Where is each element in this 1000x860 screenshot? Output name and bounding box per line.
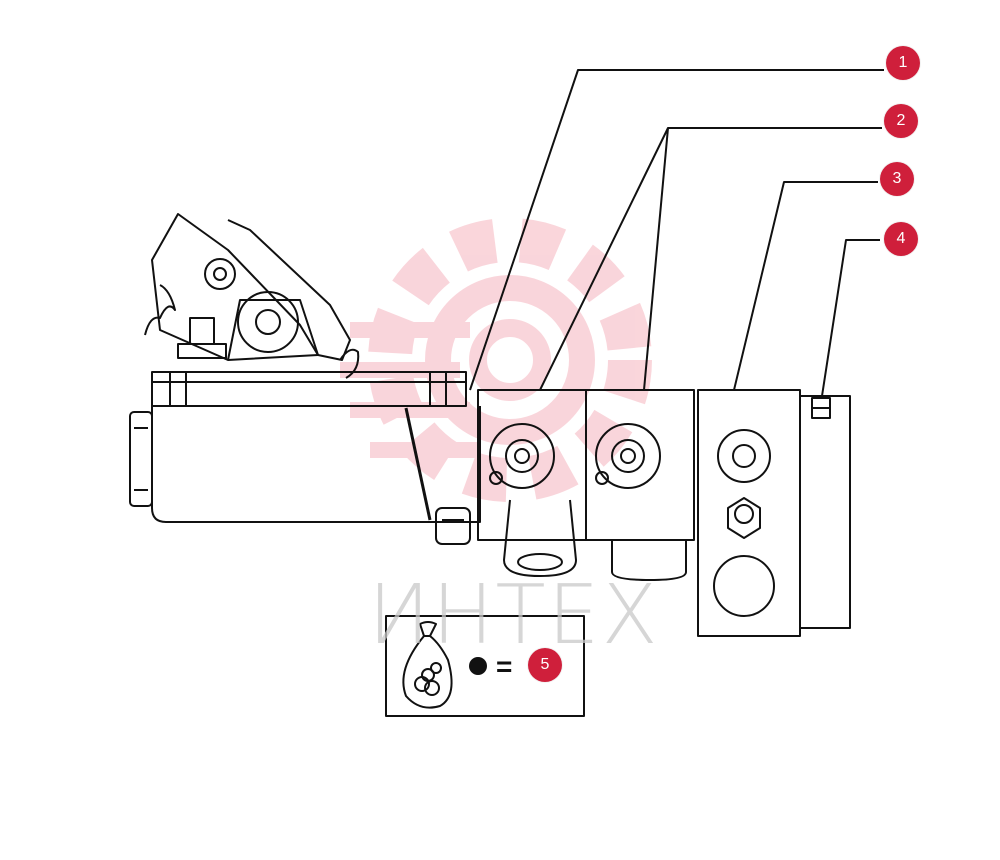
end-section <box>697 389 801 637</box>
end-cover <box>800 395 851 629</box>
valve-section-2 <box>585 389 695 581</box>
legend-dot-icon <box>469 657 487 675</box>
callout-3[interactable]: 3 <box>880 162 914 196</box>
callout-1[interactable]: 1 <box>886 46 920 80</box>
leader-line-2b <box>643 127 669 391</box>
leader-line-1 <box>469 69 884 391</box>
lever-bracket <box>144 213 360 379</box>
legend-equals: = <box>496 651 512 682</box>
callout-4[interactable]: 4 <box>884 222 918 256</box>
callout-5[interactable]: 5 <box>528 648 562 682</box>
callout-2[interactable]: 2 <box>884 104 918 138</box>
parts-bag-icon <box>402 621 453 709</box>
leader-lines <box>469 69 884 397</box>
kit-legend-box <box>385 615 585 717</box>
leader-line-4 <box>821 239 880 397</box>
watermark-gear-icon <box>340 218 652 502</box>
leader-line-3 <box>733 181 878 391</box>
main-body <box>129 406 481 545</box>
top-stud <box>177 317 227 359</box>
top-flange <box>151 371 467 407</box>
